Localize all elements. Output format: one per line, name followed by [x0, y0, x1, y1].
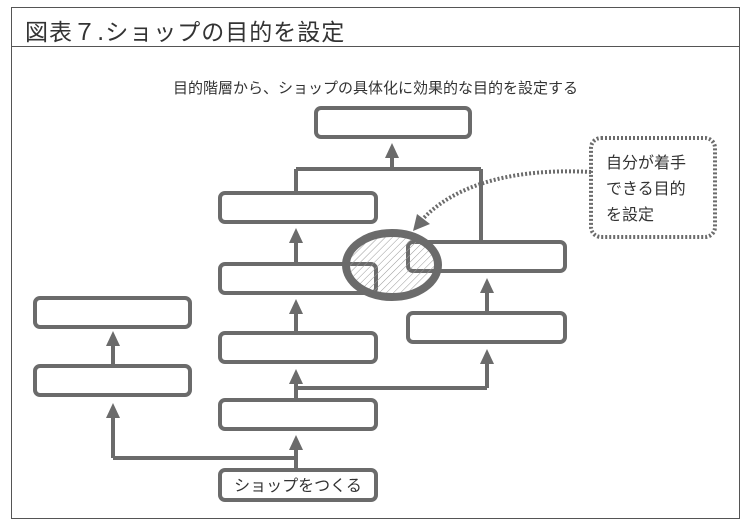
callout-text: 自分が着手 できる目的 を設定 [606, 150, 706, 228]
start-box-label: ショップをつくる [234, 476, 362, 495]
callout-pointer-line [418, 169, 592, 224]
objective-box-c2 [218, 331, 378, 364]
objective-box-c4 [218, 191, 378, 224]
arrowhead-top [385, 143, 399, 158]
callout-line-1: 自分が着手 [606, 153, 687, 172]
objective-box-c1 [218, 398, 378, 431]
objective-box-l1 [33, 296, 192, 329]
figure-header: 図表７.ショップの目的を設定 [12, 8, 739, 47]
arrowhead-c1 [289, 435, 303, 450]
focus-ellipse [342, 229, 442, 301]
callout [413, 136, 717, 239]
diagram-subtitle: 目的階層から、ショップの具体化に効果的な目的を設定する [172, 79, 578, 97]
arrowheads [106, 143, 494, 450]
start-box [218, 468, 378, 502]
arrowhead-r1 [480, 349, 494, 364]
callout-box [589, 136, 717, 239]
arrowhead-r2 [480, 278, 494, 293]
figure-frame: 図表７.ショップの目的を設定 [11, 7, 740, 519]
objective-box-l2 [33, 364, 192, 397]
objective-box-r1 [406, 311, 567, 344]
arrowhead-left-branch [106, 403, 120, 418]
figure-title: 図表７.ショップの目的を設定 [25, 20, 346, 46]
focus-highlight [342, 229, 442, 301]
callout-line-2: できる目的 [606, 179, 686, 198]
objective-boxes [33, 106, 567, 502]
callout-line-3: を設定 [606, 205, 655, 224]
arrowhead-c4 [289, 228, 303, 243]
callout-pointer-arrowhead [413, 214, 430, 231]
arrowhead-l1 [106, 331, 120, 346]
arrowhead-c2 [289, 369, 303, 384]
objective-box-top [314, 106, 472, 139]
arrowhead-c3 [289, 299, 303, 314]
